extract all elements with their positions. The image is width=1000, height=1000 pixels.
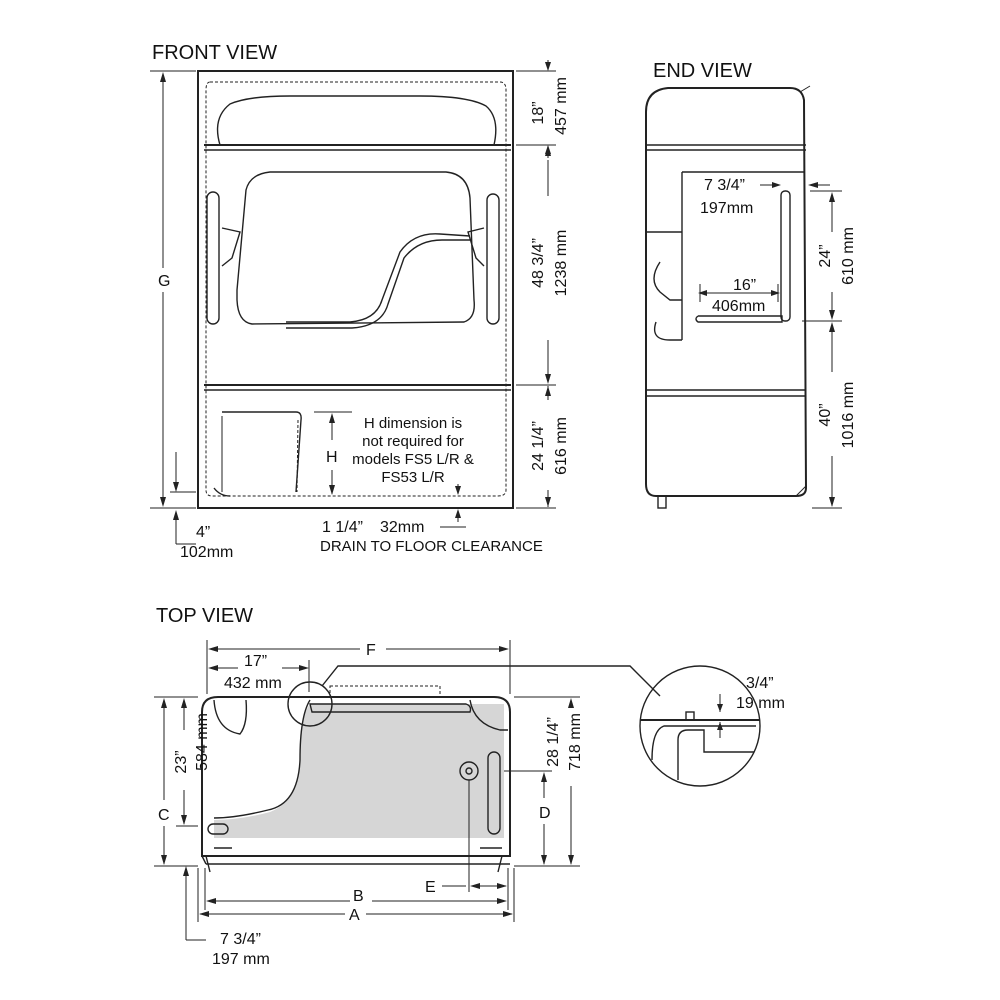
mid-section-mm: 1238 mm bbox=[553, 230, 570, 297]
bottom-section-in: 24 1/4” bbox=[530, 421, 547, 471]
base-dim-in: 4” bbox=[196, 524, 210, 541]
top-view-title: TOP VIEW bbox=[156, 605, 253, 627]
left-offset-mm: 432 mm bbox=[224, 675, 282, 692]
end-upper-in: 24” bbox=[817, 244, 834, 267]
bottom-offset-dimension bbox=[183, 866, 206, 941]
mid-section-in: 48 3/4” bbox=[530, 238, 547, 288]
end-right-dims bbox=[802, 190, 842, 509]
grab-bar-dimension bbox=[698, 284, 780, 302]
h-note-line-2: not required for bbox=[362, 433, 464, 450]
grab-bar-in: 16” bbox=[733, 277, 756, 294]
g-label: G bbox=[158, 273, 170, 290]
drain-clearance-label: DRAIN TO FLOOR CLEARANCE bbox=[320, 538, 543, 555]
base-dim-mm: 102mm bbox=[180, 544, 233, 561]
top-right-dims bbox=[504, 696, 580, 867]
top-section-mm: 457 mm bbox=[553, 77, 570, 135]
top-bottom-dims bbox=[197, 780, 515, 922]
f-dimension bbox=[206, 640, 511, 694]
front-view-unit bbox=[197, 70, 514, 509]
front-right-dims bbox=[516, 60, 556, 509]
top-view-unit bbox=[201, 685, 511, 873]
h-note-line-4: FS53 L/R bbox=[381, 469, 445, 486]
bottom-section-mm: 616 mm bbox=[553, 417, 570, 475]
front-view-title: FRONT VIEW bbox=[152, 42, 277, 64]
left-offset-in: 17” bbox=[244, 653, 267, 670]
end-upper-mm: 610 mm bbox=[840, 227, 857, 285]
end-lower-in: 40” bbox=[817, 403, 834, 426]
h-note: H dimension is not required for models F… bbox=[352, 415, 474, 486]
top-full-mm: 718 mm bbox=[567, 713, 584, 771]
d-label: D bbox=[539, 805, 551, 822]
drain-dim-mm: 32mm bbox=[380, 519, 424, 536]
drain-dim-in: 1 1/4” bbox=[322, 519, 363, 536]
e-label: E bbox=[425, 879, 436, 896]
end-bar-in: 7 3/4” bbox=[704, 177, 745, 194]
drain-dimension bbox=[440, 484, 466, 528]
bottom-offset-mm: 197 mm bbox=[212, 951, 270, 968]
detail-callout bbox=[287, 665, 761, 787]
bottom-offset-in: 7 3/4” bbox=[220, 931, 261, 948]
end-view-unit bbox=[645, 85, 811, 509]
c-label: C bbox=[158, 807, 170, 824]
left-offset-dimension bbox=[208, 660, 310, 692]
detail-dim-mm: 19 mm bbox=[736, 695, 785, 712]
grab-bar-mm: 406mm bbox=[712, 298, 765, 315]
h-dimension bbox=[314, 411, 352, 495]
h-note-line-1: H dimension is bbox=[364, 415, 462, 432]
end-view-title: END VIEW bbox=[653, 60, 752, 82]
top-depth-in: 23” bbox=[173, 750, 190, 773]
end-bar-dimension bbox=[760, 182, 830, 188]
b-label: B bbox=[353, 888, 364, 905]
base-dimension bbox=[170, 452, 196, 545]
g-dimension bbox=[150, 70, 196, 509]
top-depth-mm: 584 mm bbox=[194, 713, 211, 771]
top-full-in: 28 1/4” bbox=[545, 717, 562, 767]
top-left-dims bbox=[154, 696, 198, 867]
end-bar-mm: 197mm bbox=[700, 200, 753, 217]
h-label: H bbox=[326, 449, 338, 466]
f-label: F bbox=[366, 642, 376, 659]
detail-dim-in: 3/4” bbox=[746, 675, 774, 692]
end-lower-mm: 1016 mm bbox=[840, 382, 857, 449]
a-label: A bbox=[349, 907, 360, 924]
top-section-in: 18” bbox=[530, 101, 547, 124]
h-note-line-3: models FS5 L/R & bbox=[352, 451, 474, 468]
